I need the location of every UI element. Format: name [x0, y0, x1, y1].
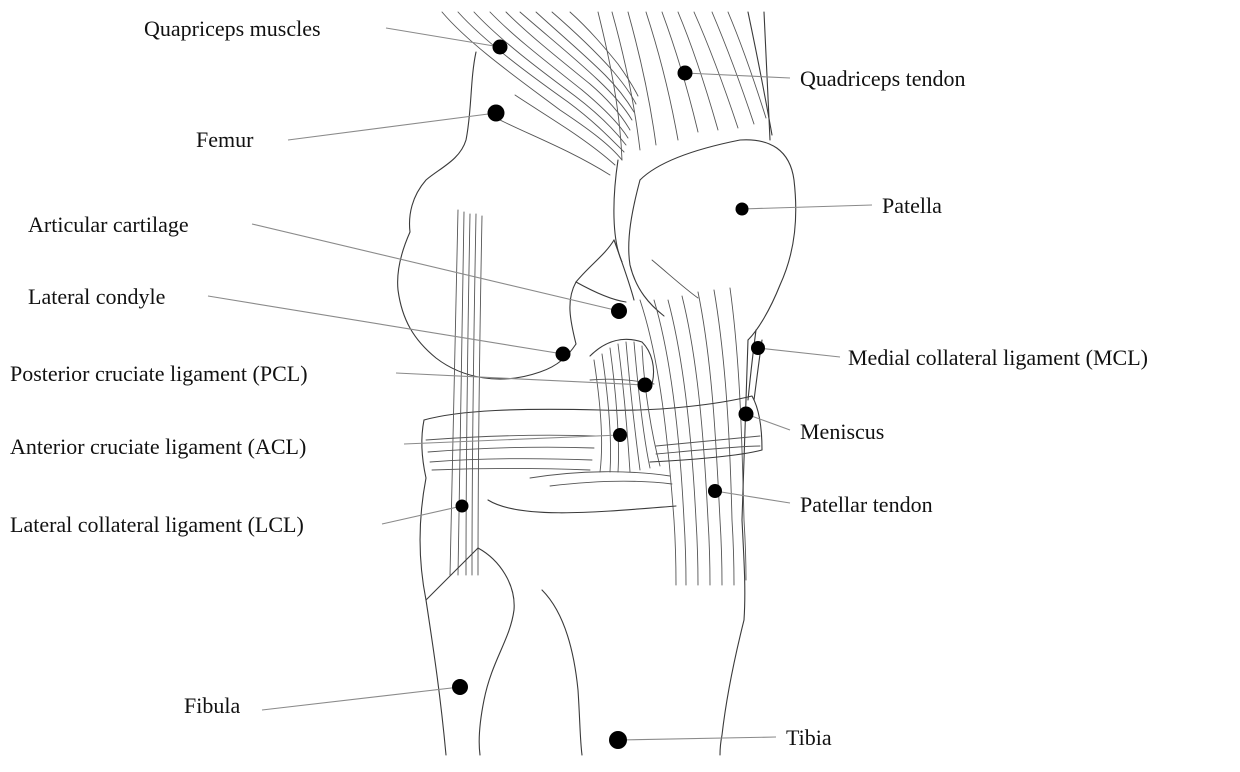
label-mcl: Medial collateral ligament (MCL) [848, 345, 1148, 370]
marker-mcl [751, 341, 765, 355]
marker-lateral-condyle [556, 347, 571, 362]
lcl-fibers [450, 210, 482, 575]
marker-tibia [609, 731, 627, 749]
label-acl: Anterior cruciate ligament (ACL) [10, 434, 306, 459]
leader-patella [742, 205, 872, 209]
label-fibula: Fibula [184, 693, 240, 718]
fibula-outline [420, 478, 514, 755]
label-lcl: Lateral collateral ligament (LCL) [10, 512, 304, 537]
quadriceps-tendon-fibers [598, 12, 772, 160]
marker-patellar-tendon [708, 484, 722, 498]
knee-line-art [398, 12, 796, 755]
marker-articular-cartilage [611, 303, 627, 319]
leader-fibula [262, 687, 460, 710]
diagram-labels: Quapriceps muscles Femur Articular carti… [10, 16, 1148, 750]
label-pcl: Posterior cruciate ligament (PCL) [10, 361, 308, 386]
tibia-outline [488, 500, 744, 755]
cruciate-ligament-fibers [590, 339, 660, 472]
label-articular-cartilage: Articular cartilage [28, 212, 189, 237]
patella-outline [614, 140, 796, 340]
label-quadriceps-muscles: Quapriceps muscles [144, 16, 321, 41]
marker-quadriceps-tendon [678, 66, 693, 81]
label-patella: Patella [882, 193, 942, 218]
label-meniscus: Meniscus [800, 419, 884, 444]
marker-fibula [452, 679, 468, 695]
mcl-fibers [748, 330, 762, 400]
label-quadriceps-tendon: Quadriceps tendon [800, 66, 966, 91]
label-lateral-condyle: Lateral condyle [28, 284, 165, 309]
leader-articular-cartilage [252, 224, 619, 311]
femur-outline [398, 52, 634, 379]
leader-patellar-tendon [715, 491, 790, 503]
marker-acl [613, 428, 627, 442]
marker-femur [488, 105, 505, 122]
leader-tibia [618, 737, 776, 740]
marker-lcl [456, 500, 469, 513]
marker-pcl [638, 378, 653, 393]
marker-meniscus [739, 407, 754, 422]
label-patellar-tendon: Patellar tendon [800, 492, 933, 517]
marker-quadriceps-muscles [493, 40, 508, 55]
leader-femur [288, 113, 496, 140]
label-tibia: Tibia [786, 725, 832, 750]
leader-quadriceps-muscles [386, 28, 500, 47]
leader-mcl [758, 348, 840, 357]
leader-lateral-condyle [208, 296, 563, 354]
marker-patella [736, 203, 749, 216]
label-femur: Femur [196, 127, 254, 152]
